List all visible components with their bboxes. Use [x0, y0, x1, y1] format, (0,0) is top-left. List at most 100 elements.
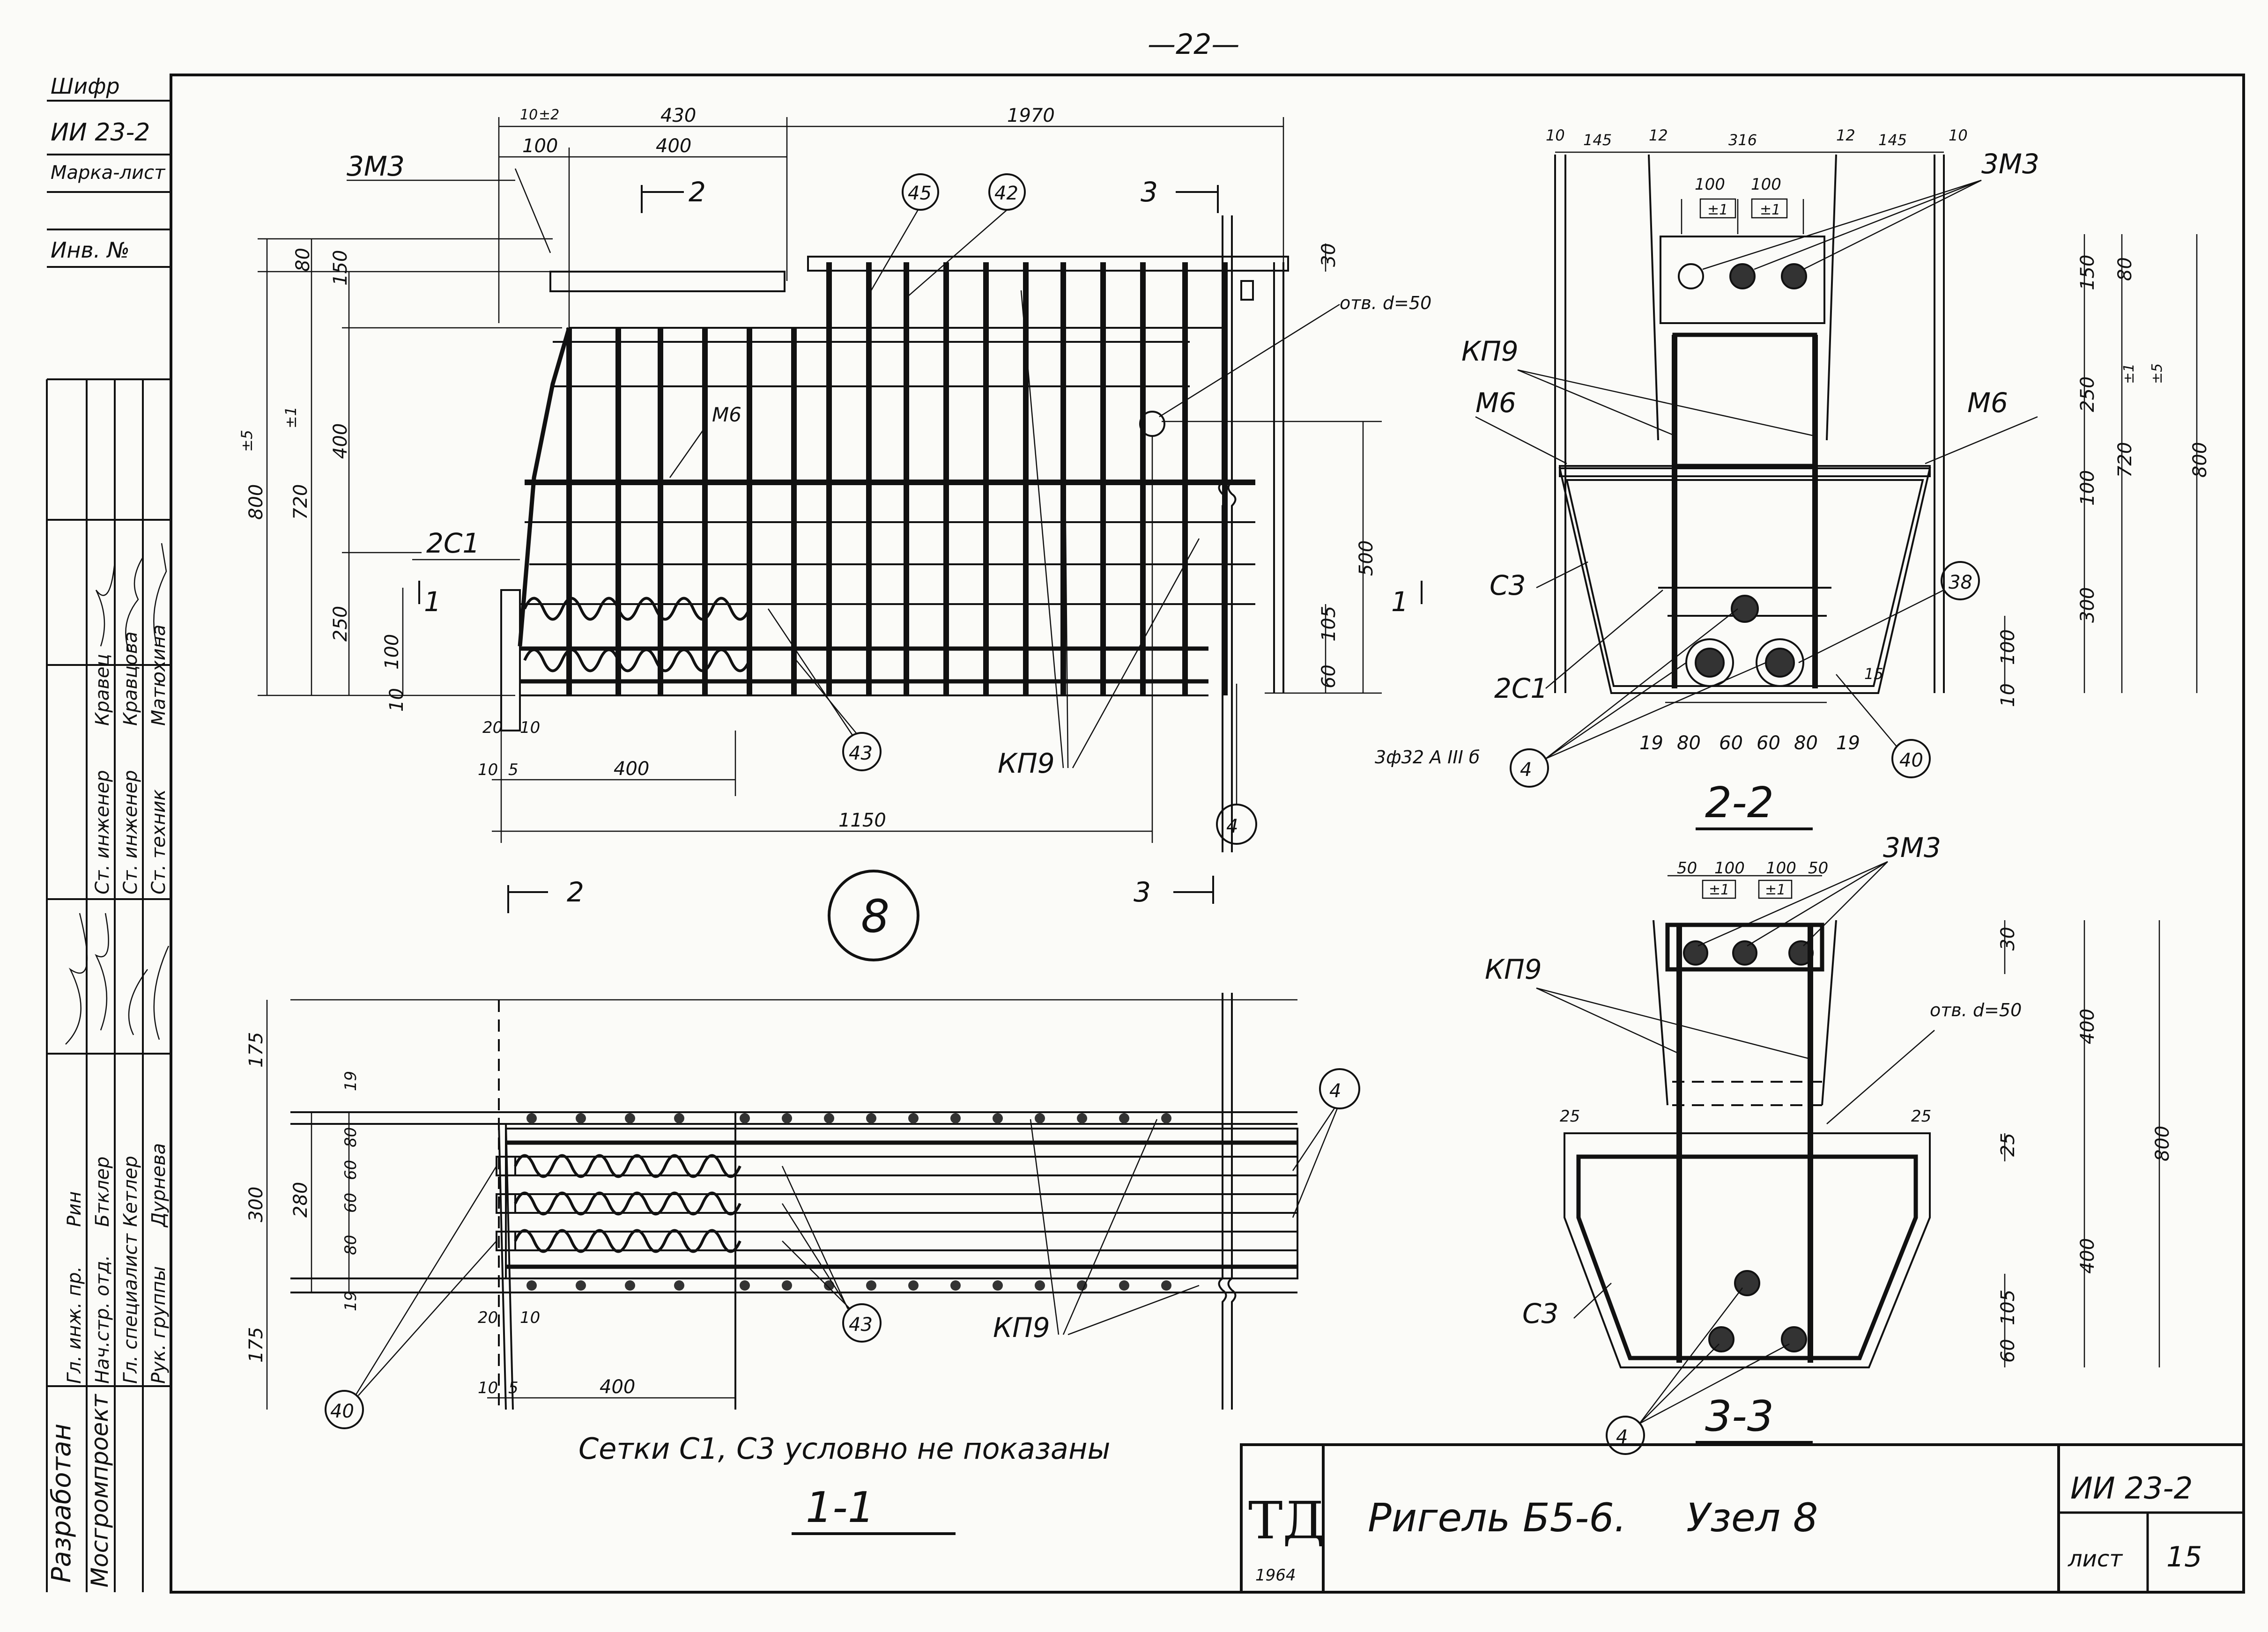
s22-dim-100a: 100 — [1695, 175, 1725, 194]
view8-dim-left-9: 10 — [386, 688, 408, 712]
view8-dim-left-6: 400 — [330, 423, 351, 459]
s22-dim-top-3: 316 — [1728, 131, 1757, 149]
stamp-org-left: Разработан — [46, 1424, 77, 1583]
title-sub: Узел 8 — [1686, 1495, 1818, 1541]
s22-title: 2-2 — [1705, 778, 1774, 827]
view8-dim-bottom-1: 10 — [520, 718, 540, 737]
s11-dim-l-8: 19 — [341, 1291, 360, 1311]
node-number-circle — [828, 870, 919, 961]
section-2-2: 100 100 ±1 ±1 3М3 КП9 М6 М6 С3 2С1 3ф3 — [1375, 126, 2211, 830]
view8-dim-left-4: 800 — [245, 484, 267, 520]
s33-dim-r-2: 25 — [1997, 1133, 2019, 1157]
view8-dim-right-1: 500 — [1356, 540, 1377, 576]
s33-dim-r-6: 60 — [1997, 1339, 2019, 1363]
s22-label-m6-left: М6 — [1475, 387, 1516, 419]
s33-title: 3-3 — [1705, 1392, 1774, 1441]
s33-label-hole: отв. d=50 — [1930, 1000, 2022, 1020]
s11-dim-l-6: 300 — [245, 1187, 267, 1222]
view8-dim-bottom-2: 10 — [478, 761, 498, 779]
view8-dim-left-2: ±5 — [238, 430, 256, 452]
view8-dim-right-0: 30 — [1318, 243, 1340, 267]
stamp-name-0: Рин — [64, 1191, 85, 1227]
s33-dim-top-1: 100 — [1714, 859, 1745, 878]
s11-dim-b-0: 20 — [478, 1308, 498, 1327]
s11-callout-40: 40 — [330, 1401, 354, 1422]
view8-callout-43: 43 — [849, 743, 873, 764]
s22-dim-r-5: 720 — [2114, 442, 2136, 478]
stamp-role-2: Гл. специалист — [120, 1233, 141, 1384]
s22-dim-b-1: 80 — [1677, 732, 1701, 754]
view8-dim-right-2: 105 — [1318, 606, 1340, 642]
s22-callout-38: 38 — [1949, 572, 1972, 593]
s33-dim-top-5: ±1 — [1765, 882, 1786, 898]
stamp-header-2: Марка-лист — [51, 162, 166, 184]
view8-dim-left-8: 100 — [381, 634, 403, 670]
s22-dim-b-5: 19 — [1836, 732, 1860, 754]
view8-dim-left-5: 720 — [290, 484, 311, 520]
s11-dim-l-1: 19 — [341, 1071, 360, 1091]
s22-callout-40: 40 — [1899, 750, 1923, 771]
s11-dim-l-7: 280 — [290, 1182, 311, 1218]
view8-callout-45: 45 — [908, 183, 932, 204]
view8-dim-left-0: 80 — [292, 248, 314, 272]
s11-label-kp9: КП9 — [993, 1312, 1050, 1344]
s22-dim-r-7: 100 — [2077, 470, 2098, 506]
s22-dim-b-4: 80 — [1794, 732, 1818, 754]
s22-dim-b-2: 60 — [1719, 732, 1743, 754]
view8-dim-right-3: 60 — [1318, 665, 1340, 688]
s11-note: Сетки С1, С3 условно не показаны — [578, 1432, 1110, 1466]
stamp-name-3: Дурнева — [148, 1143, 170, 1228]
s33-label-kp9: КП9 — [1485, 953, 1542, 985]
stamp-role-6: Ст. техник — [148, 789, 170, 894]
title-year: 1964 — [1255, 1566, 1296, 1585]
s22-dim-r-0: 150 — [2077, 255, 2098, 290]
view8-dim-bottom-3: 5 — [508, 761, 519, 779]
s22-dim-b-3: 60 — [1757, 732, 1780, 754]
s11-dim-l-0: 175 — [245, 1032, 267, 1068]
signature-scribble-1 — [95, 543, 167, 651]
s11-dots — [526, 1113, 1171, 1291]
title-sheet-number: 15 — [2166, 1541, 2202, 1573]
stamp-name-5: Кравцова — [120, 631, 141, 726]
view8-label-m6: М6 — [712, 403, 741, 426]
title-logo: ТД — [1248, 1491, 1325, 1551]
section-3-3: 50 100 100 50 ±1 ±1 3М3 КП9 отв. d=50 С3… — [1485, 832, 2173, 1455]
s33-dim-side-0: 25 — [1560, 1107, 1580, 1126]
view8-label-zm3: 3М3 — [347, 150, 405, 182]
stamp-role-3: Рук. группы — [148, 1266, 170, 1384]
s22-dim-top-2: 12 — [1649, 126, 1668, 144]
s22-dim-tol-b: ±1 — [1760, 202, 1780, 218]
view8-label-2c1: 2С1 — [426, 527, 480, 559]
view8-sec1-right: 1 — [1391, 586, 1408, 618]
view8-dim-left-1: 150 — [330, 250, 351, 286]
view8-sec2-bottom: 2 — [567, 876, 584, 908]
view8-dim-left-7: 250 — [330, 606, 351, 642]
view8-vertical-bars — [566, 262, 1228, 695]
s22-label-m6-right: М6 — [1967, 387, 2008, 419]
sheet-border — [170, 74, 2245, 1594]
s22-dim-r-1: 80 — [2114, 257, 2136, 281]
s33-dim-top-3: 50 — [1808, 859, 1828, 878]
view8-sec2-top: 2 — [689, 176, 706, 208]
s11-dim-l-2: 80 — [341, 1127, 360, 1147]
view8-dim-top-4: 100 — [522, 135, 558, 157]
view8-dim-top-5: 400 — [656, 135, 691, 157]
view8-callout-42: 42 — [994, 183, 1018, 204]
s33-dim-r-0: 30 — [1997, 927, 2019, 951]
s11-title: 1-1 — [806, 1483, 875, 1532]
s11-dim-l-5: 80 — [341, 1235, 360, 1255]
stamp-name-4: Кравец — [92, 654, 113, 726]
s33-label-c3: С3 — [1522, 1298, 1558, 1329]
s11-callout-4: 4 — [1329, 1080, 1341, 1102]
view8-dim-bottom-5: 1150 — [838, 810, 886, 831]
view8-sec3-bottom: 3 — [1134, 876, 1151, 908]
stamp-name-2: Кетлер — [120, 1156, 141, 1227]
s22-label-zm3: 3М3 — [1981, 148, 2039, 180]
s22-dim-r-6: 800 — [2189, 442, 2211, 478]
s22-dim-r-11: 15 — [1864, 665, 1883, 683]
view8-dim-top-1: ±2 — [539, 107, 559, 123]
signature-scribble-2 — [65, 913, 170, 1045]
s33-dim-side-1: 25 — [1911, 1107, 1931, 1126]
s11-dim-b-1: 10 — [520, 1308, 540, 1327]
view8-label-kp9: КП9 — [998, 747, 1055, 779]
